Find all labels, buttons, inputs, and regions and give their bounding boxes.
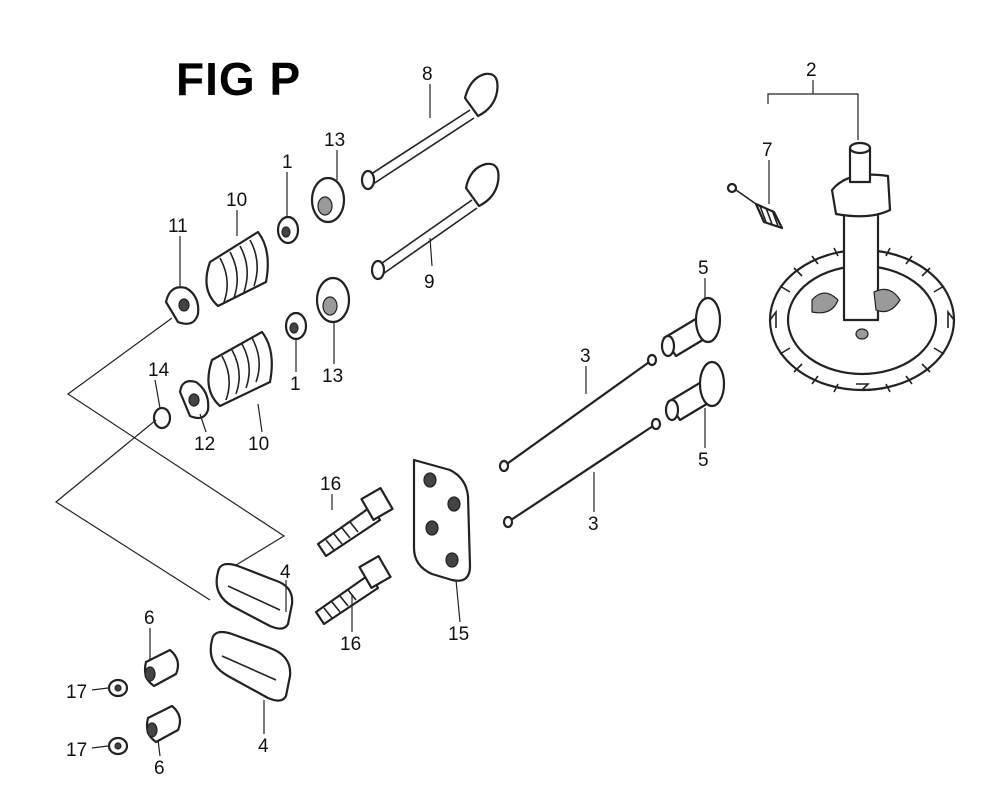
valve-exhaust (370, 162, 500, 281)
rocker-pivot-upper (143, 648, 180, 688)
rocker-stud-upper (316, 487, 394, 558)
valve-stem-seal (164, 286, 200, 325)
callout-13-lower: 13 (322, 366, 343, 387)
valve-collet-lower (284, 311, 308, 341)
callout-17-upper: 17 (66, 682, 87, 703)
callout-4-lower: 4 (258, 736, 269, 757)
valve-retainer-lower (315, 276, 351, 324)
callout-3-lower: 3 (588, 514, 599, 535)
callout-15: 15 (448, 624, 469, 645)
rocker-arm-lower (209, 630, 292, 702)
callout-11: 11 (168, 216, 188, 237)
rocker-stud-lower (314, 555, 392, 626)
push-rod-lower (502, 417, 662, 529)
callout-8: 8 (422, 64, 433, 85)
tappet-upper (660, 296, 722, 358)
valve-collet-upper (276, 215, 300, 245)
rocker-arm-upper (215, 562, 294, 630)
camshaft-assembly (768, 141, 956, 393)
valve-retainer-upper (310, 176, 346, 224)
push-rod-upper (498, 353, 658, 473)
callout-10-upper: 10 (226, 190, 247, 211)
callout-14: 14 (148, 360, 170, 381)
lock-nut-upper (107, 678, 129, 698)
callout-16-lower: 16 (340, 634, 361, 655)
callout-1-lower: 1 (290, 374, 301, 395)
o-ring (152, 406, 172, 430)
decompressor-spring (726, 182, 784, 230)
callout-7: 7 (762, 140, 773, 161)
callout-9: 9 (424, 272, 435, 293)
callout-6-lower: 6 (154, 758, 165, 779)
leader-lines (91, 80, 859, 757)
valve-spring-upper (205, 230, 269, 308)
valve-spring-lower (207, 330, 273, 408)
callout-3-upper: 3 (580, 346, 591, 367)
spring-seat (178, 380, 210, 420)
callout-12: 12 (194, 434, 215, 455)
callout-10-lower: 10 (248, 434, 269, 455)
callout-4-upper: 4 (280, 562, 291, 583)
figure-title: FIG P (176, 53, 302, 105)
callout-13-upper: 13 (324, 130, 345, 151)
callout-5-upper: 5 (698, 258, 709, 279)
callout-1-upper: 1 (282, 152, 293, 173)
rocker-pivot-lower (145, 704, 182, 744)
push-rod-guide-plate (412, 458, 472, 582)
callout-17-lower: 17 (66, 740, 87, 761)
lock-nut-lower (107, 736, 129, 756)
tappet-lower (664, 360, 726, 422)
callout-2: 2 (806, 60, 817, 81)
callout-16-upper: 16 (320, 474, 341, 495)
callout-5-lower: 5 (698, 450, 709, 471)
callout-6-upper: 6 (144, 608, 155, 629)
valve-intake (360, 72, 499, 191)
